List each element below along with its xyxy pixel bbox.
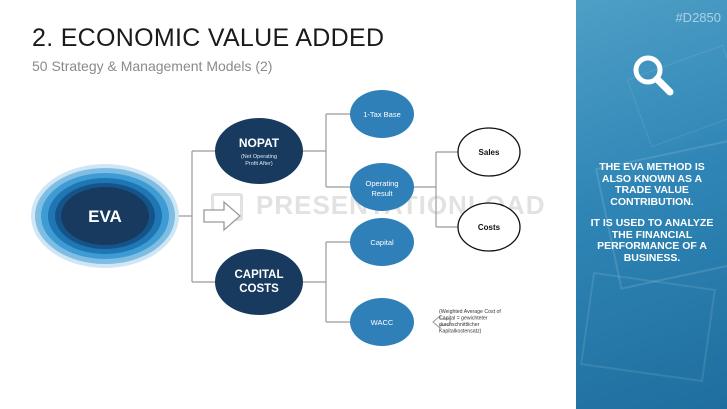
costs-label: Costs (478, 223, 501, 232)
panel-text-2: IT IS USED TO ANALYZE THE FINANCIAL PERF… (590, 217, 714, 264)
sales-node: Sales (457, 127, 521, 177)
wacc-note-line1: (Weighted Average Cost of (439, 309, 501, 315)
connector-lines (173, 113, 458, 323)
page-title: 2. ECONOMIC VALUE ADDED (32, 24, 385, 52)
nopat-subtitle-line2: Profit After) (245, 161, 273, 167)
nopat-node: NOPAT (Net Operating Profit After) (215, 118, 303, 184)
capital-node: Capital (350, 218, 414, 266)
operating-result-node: Operating Result (350, 163, 414, 211)
capital-costs-line1: CAPITAL (235, 269, 284, 281)
page-subtitle: 50 Strategy & Management Models (2) (32, 58, 273, 74)
arrow-right-icon (203, 200, 241, 232)
eva-diagram: EVA NOPAT (Net Operating Profit After) C… (31, 90, 521, 346)
wacc-note: (Weighted Average Cost of Capital = gewi… (439, 309, 501, 335)
eva-node: EVA (31, 164, 179, 268)
capital-costs-line2: COSTS (239, 283, 279, 295)
operating-line2: Result (371, 189, 393, 198)
wacc-label: WACC (371, 318, 394, 327)
nopat-title: NOPAT (239, 136, 280, 150)
panel-decoration (580, 271, 716, 383)
operating-line1: Operating (366, 179, 399, 188)
costs-node: Costs (457, 202, 521, 252)
panel-text-1: THE EVA METHOD IS ALSO KNOWN AS A TRADE … (599, 161, 705, 208)
nopat-subtitle-line1: (Net Operating (241, 154, 277, 160)
wacc-note-line2: Capital = gewichteter (439, 316, 488, 322)
eva-label: EVA (88, 207, 122, 226)
tax-base-label: 1-Tax Base (363, 110, 401, 119)
arrow-left-icon (432, 314, 451, 330)
wacc-note-line4: Kapitalkostensatz) (439, 329, 482, 335)
capital-costs-node: CAPITAL COSTS (215, 249, 303, 315)
wacc-node: WACC (350, 298, 414, 346)
sales-label: Sales (479, 148, 500, 157)
panel-description: THE EVA METHOD IS ALSO KNOWN AS A TRADE … (590, 161, 714, 274)
slide-code: #D2850 (675, 10, 721, 25)
tax-base-node: 1-Tax Base (350, 90, 414, 138)
info-panel: #D2850 THE EVA METHOD IS ALSO KNOWN AS A… (576, 0, 727, 409)
capital-label: Capital (370, 238, 394, 247)
wacc-note-line3: durchschnittlicher (439, 322, 480, 328)
search-icon (633, 55, 674, 96)
